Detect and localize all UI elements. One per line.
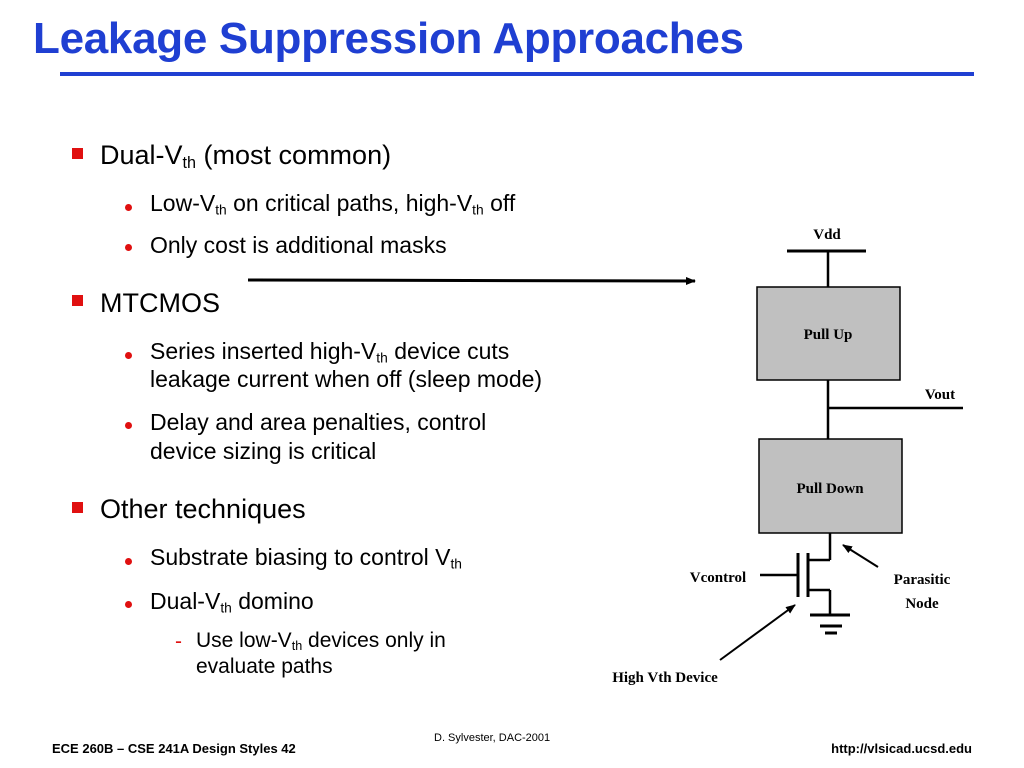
- pull-down-box: [758, 438, 903, 534]
- bullet-other-techniques: Other techniques: [100, 494, 306, 524]
- subbullet-series-inserted: Series inserted high-Vth device cuts: [150, 338, 510, 366]
- parasitic-arrow: [842, 544, 879, 568]
- subbullet-masks: Only cost is additional masks: [150, 232, 447, 258]
- pointer-arrow: [247, 276, 696, 285]
- parasitic-label: Parasitic: [894, 572, 951, 588]
- footer-url: http://vlsicad.ucsd.edu: [831, 741, 972, 756]
- subbullet-series-inserted-line2: leakage current when off (sleep mode): [150, 366, 543, 392]
- red-dash-bullet-icon: -: [175, 630, 182, 653]
- bullet-dual-vth: Dual-Vth (most common): [100, 140, 392, 173]
- red-square-bullet-icon: [72, 502, 83, 513]
- pull-up-box: [756, 286, 901, 381]
- high-vth-arrow: [719, 604, 796, 661]
- subsubbullet-low-vth-devices: Use low-Vth devices only in: [196, 629, 446, 654]
- subbullet-delay-area: Delay and area penalties, control: [150, 409, 487, 435]
- red-square-bullet-icon: [72, 148, 83, 159]
- title-underline: [60, 72, 974, 76]
- ground-icon: [820, 624, 842, 635]
- slide-title: Leakage Suppression Approaches: [33, 14, 744, 63]
- vout-label: Vout: [925, 387, 955, 403]
- pull-down-label: Pull Down: [796, 481, 864, 497]
- footer-author: D. Sylvester, DAC-2001: [434, 732, 551, 744]
- red-dot-bullet-icon: [125, 244, 132, 251]
- vdd-label: Vdd: [813, 227, 841, 243]
- subbullet-low-vth: Low-Vth on critical paths, high-Vth off: [150, 190, 516, 218]
- subbullet-delay-area-line2: device sizing is critical: [150, 438, 377, 464]
- red-dot-bullet-icon: [125, 601, 132, 608]
- bullet-mtcmos: MTCMOS: [100, 288, 220, 318]
- sleep-transistor-icon: [760, 533, 850, 617]
- red-square-bullet-icon: [72, 295, 83, 306]
- footer-course: ECE 260B – CSE 241A Design Styles 42: [52, 741, 296, 756]
- pull-up-label: Pull Up: [804, 327, 853, 343]
- subbullet-dual-vth-domino: Dual-Vth domino: [150, 588, 314, 616]
- subbullet-substrate-biasing: Substrate biasing to control Vth: [150, 544, 462, 572]
- high-vth-label: High Vth Device: [612, 670, 718, 686]
- red-dot-bullet-icon: [125, 422, 132, 429]
- vcontrol-label: Vcontrol: [690, 570, 746, 586]
- red-dot-bullet-icon: [125, 204, 132, 211]
- red-dot-bullet-icon: [125, 352, 132, 359]
- subsubbullet-low-vth-devices-line2: evaluate paths: [196, 655, 333, 678]
- red-dot-bullet-icon: [125, 558, 132, 565]
- node-label: Node: [905, 596, 939, 612]
